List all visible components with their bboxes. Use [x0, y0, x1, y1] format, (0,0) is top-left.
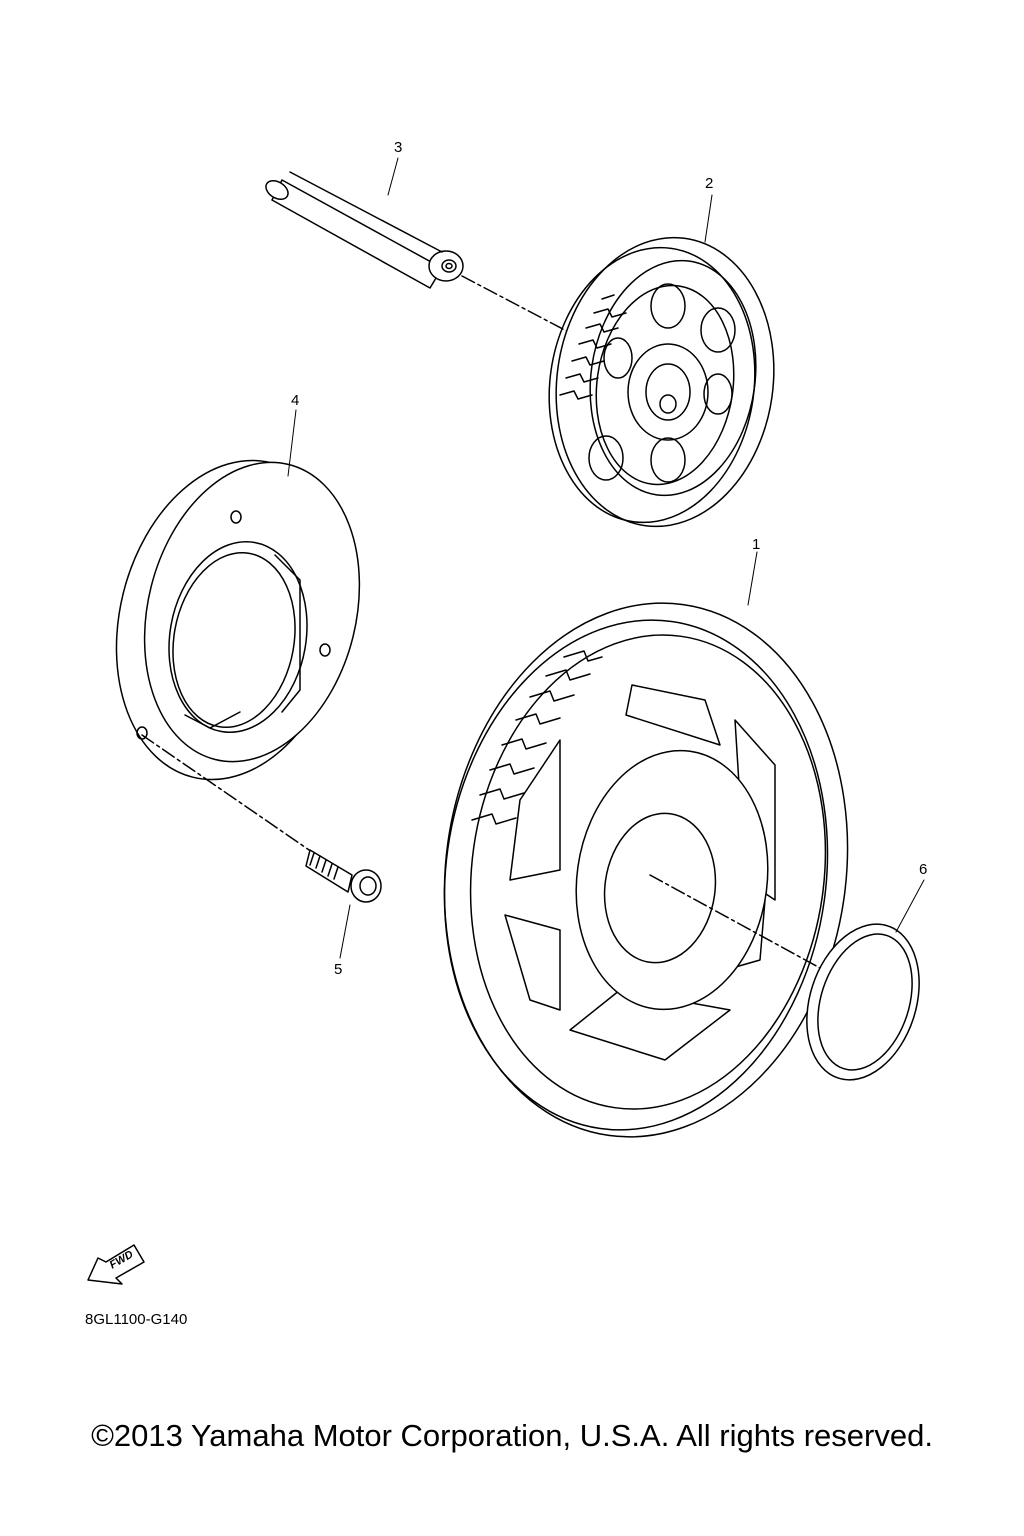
part-5-bolt [305, 849, 382, 903]
callout-5: 5 [334, 961, 343, 978]
part-1-wheel-gear [443, 602, 849, 1138]
wheel-gear-teeth [471, 650, 603, 825]
copyright-notice: ©2013 Yamaha Motor Corporation, U.S.A. A… [91, 1418, 933, 1453]
part-6-washer [806, 923, 920, 1081]
leader-lines [287, 157, 925, 959]
part-4-starter-clutch [115, 459, 361, 781]
callout-6: 6 [919, 861, 928, 878]
part-2-idler-gear [548, 236, 775, 528]
centerline-3-2 [461, 275, 581, 339]
diagram-code: 8GL1100-G140 [85, 1311, 188, 1328]
callout-1: 1 [752, 536, 761, 553]
centerline-4-5 [141, 734, 313, 853]
callout-3: 3 [394, 139, 403, 156]
fwd-arrow-icon [87, 1244, 145, 1285]
part-3-shaft [265, 171, 464, 289]
callout-4: 4 [291, 392, 300, 409]
callout-2: 2 [705, 175, 714, 192]
centerline-1-6 [649, 874, 821, 969]
idler-gear-teeth [559, 294, 627, 400]
